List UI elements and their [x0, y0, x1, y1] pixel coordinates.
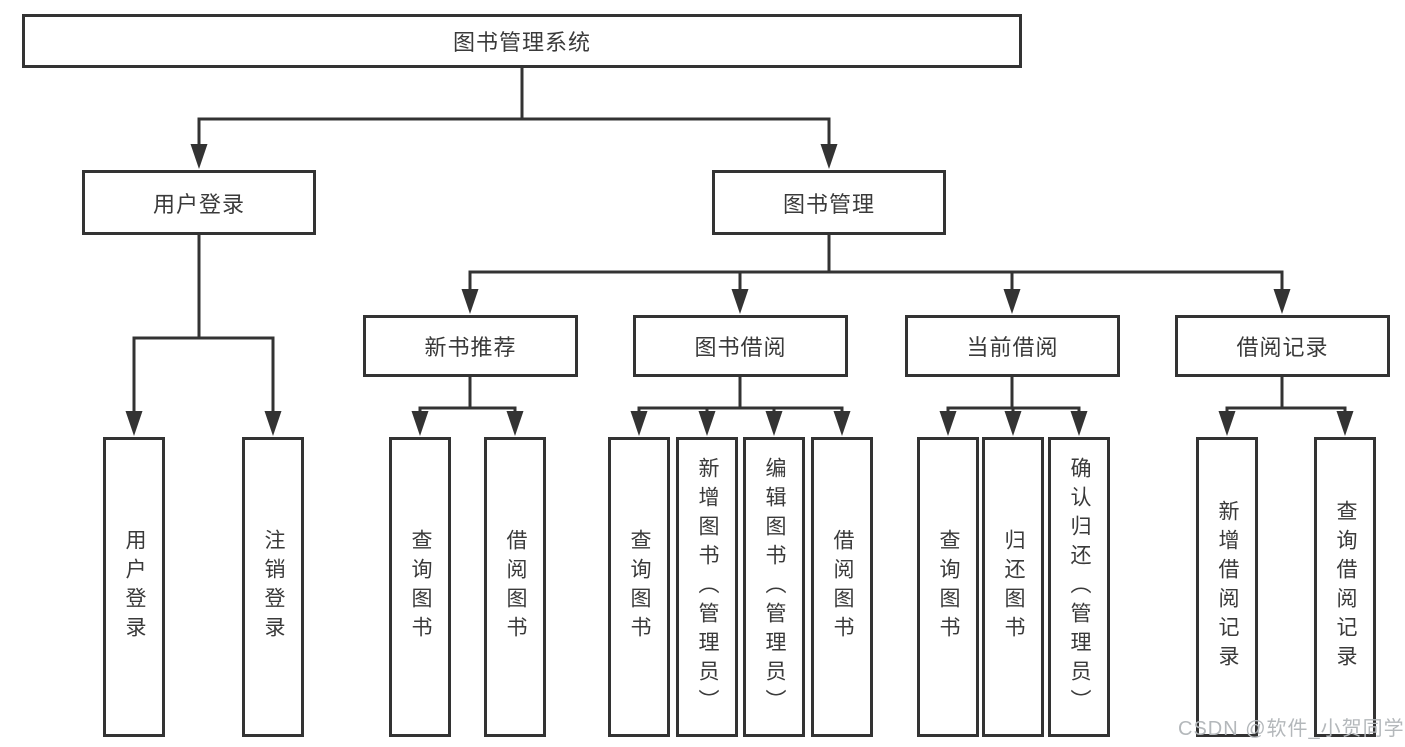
- node-current-borrowing: 当前借阅: [905, 315, 1120, 377]
- node-new-book-recommend: 新书推荐: [363, 315, 578, 377]
- leaf-query-books-current: 查询图书: [917, 437, 979, 737]
- leaf-confirm-return-admin: 确认归还（管理员）: [1048, 437, 1110, 737]
- leaf-add-book-admin: 新增图书（管理员）: [676, 437, 738, 737]
- leaf-user-login: 用户登录: [103, 437, 165, 737]
- csdn-watermark: CSDN @软件_小贺同学: [1178, 718, 1405, 740]
- leaf-return-book: 归还图书: [982, 437, 1044, 737]
- node-borrowing-records: 借阅记录: [1175, 315, 1390, 377]
- leaf-query-books-recommend: 查询图书: [389, 437, 451, 737]
- leaf-borrow-books-recommend: 借阅图书: [484, 437, 546, 737]
- connector-root-to-level2: [197, 68, 831, 152]
- arrowhead: [630, 411, 851, 436]
- arrowhead: [939, 411, 1088, 436]
- connector-book-mgmt-to-level3: [468, 235, 1284, 297]
- node-user-login: 用户登录: [82, 170, 316, 235]
- leaf-add-borrow-record: 新增借阅记录: [1196, 437, 1258, 737]
- leaf-edit-book-admin: 编辑图书（管理员）: [743, 437, 805, 737]
- leaf-query-books-borrow: 查询图书: [608, 437, 670, 737]
- leaf-borrow-books: 借阅图书: [811, 437, 873, 737]
- leaf-query-borrow-record: 查询借阅记录: [1314, 437, 1376, 737]
- arrowhead: [461, 289, 1291, 314]
- node-book-borrowing: 图书借阅: [633, 315, 848, 377]
- connector-borrow-records-to-leaves: [1225, 377, 1347, 420]
- connector-new-book-rec-to-leaves: [418, 377, 517, 420]
- node-book-management: 图书管理: [712, 170, 946, 235]
- connector-user-login-to-leaves: [132, 235, 275, 418]
- arrowhead: [190, 144, 838, 169]
- arrowhead: [411, 411, 524, 436]
- arrowhead: [125, 411, 282, 436]
- arrowhead: [1218, 411, 1354, 436]
- node-root-book-management-system: 图书管理系统: [22, 14, 1022, 68]
- leaf-logout: 注销登录: [242, 437, 304, 737]
- connector-book-borrow-to-leaves: [637, 377, 844, 420]
